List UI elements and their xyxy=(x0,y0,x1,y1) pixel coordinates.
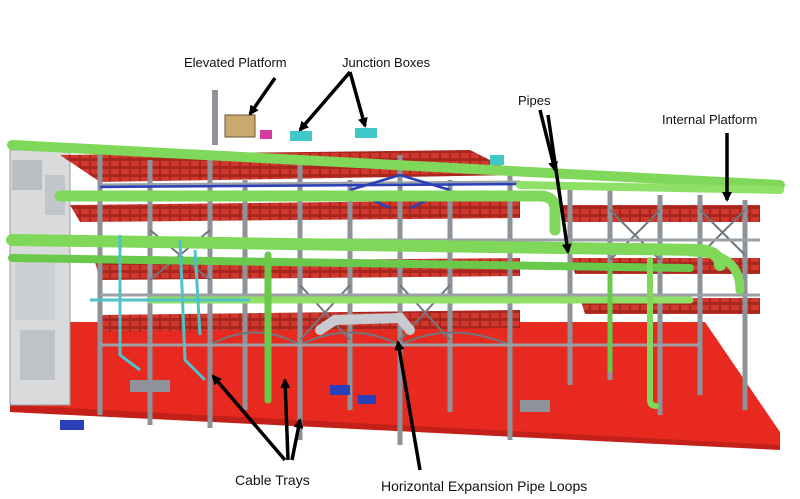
left-equipment-block xyxy=(9,149,71,406)
elevated-platform-structure xyxy=(212,90,256,145)
deck-level-4 xyxy=(100,310,520,332)
deck-level-2 xyxy=(70,200,520,222)
arrow-pipes-1 xyxy=(538,109,558,172)
cable-trays xyxy=(90,235,250,382)
label-internal-platform: Internal Platform xyxy=(662,112,758,127)
steel-columns xyxy=(97,150,748,445)
pipe-top-main xyxy=(7,140,785,190)
pipe-upper-run xyxy=(54,190,561,236)
ground-equipment xyxy=(60,380,550,430)
pipe-vertical-drop-2 xyxy=(647,257,659,409)
arrow-elevated-platform xyxy=(248,77,277,116)
arrow-cable-tray-2 xyxy=(280,378,291,461)
label-elevated-platform: Elevated Platform xyxy=(184,55,287,70)
junction-box-units xyxy=(260,128,504,165)
arrow-junction-box-1 xyxy=(298,70,352,132)
label-cable-trays: Cable Trays xyxy=(235,472,310,488)
expansion-pipe-loop xyxy=(315,312,415,335)
annotation-arrows xyxy=(211,70,732,471)
label-pipes: Pipes xyxy=(518,93,551,108)
arrow-cable-tray-3 xyxy=(290,418,304,461)
label-expansion-loops: Horizontal Expansion Pipe Loops xyxy=(381,478,588,494)
pipe-mid-run-2 xyxy=(8,254,694,272)
arrow-pipes-2 xyxy=(546,114,572,254)
arrow-junction-box-2 xyxy=(348,71,368,128)
label-junction-boxes: Junction Boxes xyxy=(342,55,431,70)
pipe-right-loop xyxy=(685,247,745,295)
arrow-cable-tray-1 xyxy=(211,374,287,462)
arrow-expansion-loop xyxy=(394,340,422,471)
pipe-right-upper xyxy=(516,181,784,194)
ground-slab-front-edge xyxy=(10,405,780,450)
